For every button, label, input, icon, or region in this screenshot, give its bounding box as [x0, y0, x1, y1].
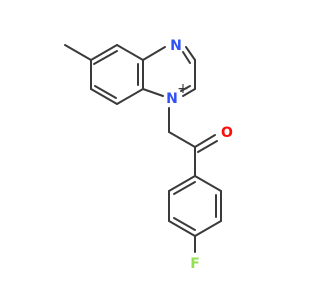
charge-plus: + [177, 81, 189, 97]
bond-methyl [64, 44, 92, 61]
molecule-drawing: N N + O F [64, 38, 233, 272]
bond [182, 88, 196, 97]
bond-double-inner [94, 85, 117, 99]
bond [168, 220, 196, 237]
bond-double-inner [93, 50, 118, 65]
bond-double-inner [173, 181, 196, 195]
bond [116, 44, 144, 61]
bond [90, 44, 118, 61]
bond-carbonyl-double [197, 140, 218, 153]
atom-label-n4: N [170, 38, 182, 54]
bond [142, 46, 166, 61]
bond-double-inner [180, 85, 191, 92]
bond-group [64, 44, 222, 253]
atom-label-f: F [190, 256, 200, 272]
bond [116, 88, 144, 105]
bond-carbonyl [194, 134, 216, 148]
bond [168, 131, 196, 148]
structure-canvas: N N + O F [64, 38, 233, 272]
bond [194, 175, 222, 192]
bond [194, 220, 222, 237]
bond [142, 88, 164, 97]
bond [90, 88, 118, 105]
atom-label-o: O [221, 125, 233, 141]
bond-double-inner [173, 217, 196, 231]
bond [168, 175, 196, 192]
bond-double [185, 46, 196, 61]
bond-double-inner [182, 51, 191, 64]
atom-label-n1: N [166, 91, 178, 107]
